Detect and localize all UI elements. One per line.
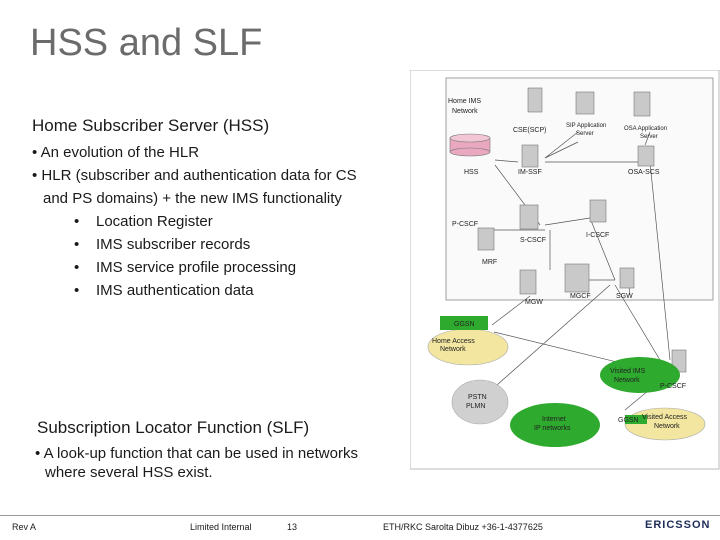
bullet-text: A look-up function that can be used in n… xyxy=(43,445,358,462)
mgw-label: MGW xyxy=(525,299,543,306)
server-icons xyxy=(477,87,687,373)
diagram-frame xyxy=(410,70,720,470)
bullet-text: An evolution of the HLR xyxy=(40,144,200,161)
home-access-label: Network xyxy=(440,346,466,353)
slf-bullet-list: • A look-up function that can be used in… xyxy=(35,444,358,482)
home-ims-label: Network xyxy=(452,108,478,115)
sub-bullet-text: Location Register xyxy=(96,213,213,230)
osa-scs-label: OSA-SCS xyxy=(628,169,660,176)
sub-bullet-item: •IMS subscriber records xyxy=(74,236,251,253)
ggsn-bar-visited xyxy=(625,415,647,424)
home-ims-box xyxy=(445,77,714,301)
footer-classification: Limited Internal xyxy=(190,522,252,532)
s-cscf-label: S-CSCF xyxy=(520,237,546,244)
sub-bullet-text: IMS subscriber records xyxy=(96,236,251,253)
footer-page-number: 13 xyxy=(287,522,298,532)
page-title: HSS and SLF xyxy=(30,22,263,64)
hss-database-icon xyxy=(449,133,491,157)
bullet-item: • A look-up function that can be used in… xyxy=(35,445,358,462)
plmn-label: PLMN xyxy=(466,403,485,410)
server-icon xyxy=(575,91,595,115)
visited-access-label: Visited Access xyxy=(642,414,688,421)
sip-app-server-label: Server xyxy=(576,131,594,137)
server-icon xyxy=(477,227,495,251)
pstn-plmn-cloud xyxy=(451,379,509,425)
bullet-text: and PS domains) + the new IMS functional… xyxy=(43,190,342,207)
im-ssf-label: IM-SSF xyxy=(518,169,542,176)
sip-app-server-label: SIP Application xyxy=(566,123,606,129)
visited-ims-label: Visited IMS xyxy=(610,368,646,375)
osa-app-server-label: Server xyxy=(640,134,658,140)
ggsn-visited-label: GGSN xyxy=(618,417,639,424)
sgw-label: SGW xyxy=(616,293,633,300)
server-icon xyxy=(619,267,635,289)
hss-bullet-list: • An evolution of the HLR • HLR (subscri… xyxy=(32,141,357,302)
server-icon xyxy=(564,263,590,293)
pstn-label: PSTN xyxy=(468,394,487,401)
server-icon xyxy=(521,144,539,168)
server-icon xyxy=(637,145,655,167)
sub-bullet-text: IMS authentication data xyxy=(96,282,254,299)
bullet-item: • An evolution of the HLR xyxy=(32,144,200,161)
bullet-text: where several HSS exist. xyxy=(45,464,213,481)
slf-heading: Subscription Locator Function (SLF) xyxy=(37,418,310,437)
bullet-item: where several HSS exist. xyxy=(35,463,358,482)
p-cscf-label: P-CSCF xyxy=(452,221,478,228)
osa-app-server-label: OSA Application xyxy=(624,126,667,132)
server-icon xyxy=(519,204,539,230)
hss-label: HSS xyxy=(464,169,479,176)
mgcf-label: MGCF xyxy=(570,293,591,300)
visited-ims-network-cloud xyxy=(600,357,680,393)
sub-bullet-text: IMS service profile processing xyxy=(96,259,297,276)
internet-label: Internet xyxy=(542,416,566,423)
visited-access-label: Network xyxy=(654,423,680,430)
bullet-item: and PS domains) + the new IMS functional… xyxy=(32,187,357,210)
ggsn-label: GGSN xyxy=(454,321,475,328)
mrf-label: MRF xyxy=(482,259,497,266)
ip-networks-label: IP networks xyxy=(534,425,571,432)
footer-author: ETH/RKC Sarolta Dibuz +36-1-4377625 xyxy=(383,522,543,532)
ggsn-bar xyxy=(440,316,488,330)
server-icon xyxy=(519,269,537,295)
bullet-text: HLR (subscriber and authentication data … xyxy=(41,167,357,184)
cse-label: CSE(SCP) xyxy=(513,127,546,134)
bullet-item: • HLR (subscriber and authentication dat… xyxy=(32,167,357,184)
server-icon xyxy=(633,91,651,117)
server-icon xyxy=(527,87,543,113)
home-access-label: Home Access xyxy=(432,338,475,345)
hss-heading: Home Subscriber Server (HSS) xyxy=(32,116,270,135)
home-ims-label: Home IMS xyxy=(448,98,481,105)
sub-bullet-item: •IMS authentication data xyxy=(74,282,254,299)
ericsson-logo: ERICSSON xyxy=(645,519,711,531)
sub-bullet-item: •Location Register xyxy=(74,213,213,230)
footer-divider xyxy=(0,515,720,516)
i-cscf-label: I-CSCF xyxy=(586,232,609,239)
connection-lines xyxy=(459,131,671,411)
visited-ims-label: Network xyxy=(614,377,640,384)
footer-revision: Rev A xyxy=(12,522,37,532)
sub-bullet-item: •IMS service profile processing xyxy=(74,259,297,276)
internet-cloud xyxy=(510,403,600,447)
p-cscf-visited-label: P-CSCF xyxy=(660,383,686,390)
server-icon xyxy=(589,199,607,223)
ims-architecture-diagram: Home IMS Network CSE(SCP) SIP Applicatio… xyxy=(410,70,720,470)
